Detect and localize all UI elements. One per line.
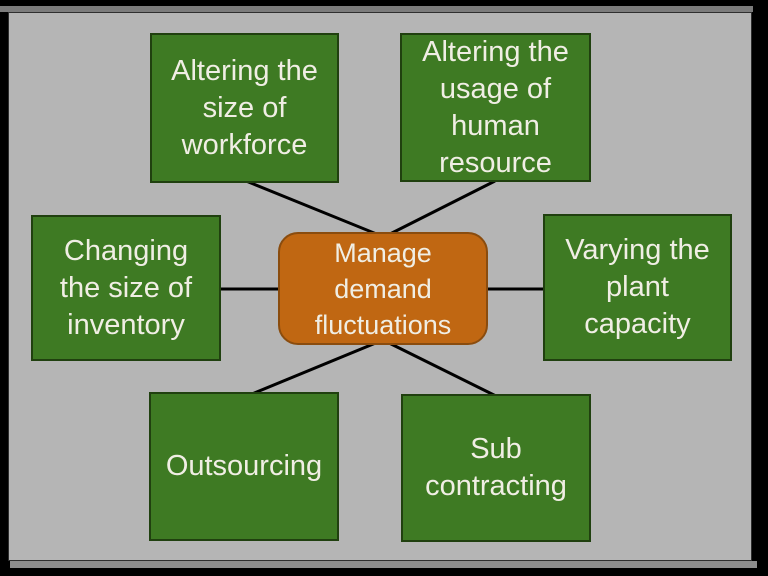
- center-label-line: Manage: [334, 237, 432, 268]
- node-altering-size-of-workforce: Altering the size of workforce: [150, 33, 339, 183]
- connector-line-bottom-left: [246, 338, 384, 398]
- node-label-line: capacity: [584, 308, 691, 340]
- node-outsourcing: Outsourcing: [149, 392, 339, 541]
- slide-shadow: [10, 561, 757, 568]
- node-label-line: Varying the: [565, 234, 710, 266]
- node-label-line: inventory: [67, 308, 185, 341]
- node-label-line: size of: [202, 91, 287, 124]
- node-label-line: human: [451, 109, 540, 142]
- node-label-line: the size of: [59, 271, 193, 304]
- node-sub-contracting: Sub contracting: [401, 394, 591, 542]
- node-altering-usage-of-human-resource: Altering the usage of human resource: [400, 33, 591, 182]
- node-label-line: usage of: [439, 72, 552, 105]
- node-label-line: Altering the: [171, 54, 318, 87]
- node-label-line: Sub: [470, 433, 522, 465]
- node-label-line: Outsourcing: [165, 450, 323, 482]
- node-label-line: resource: [439, 146, 552, 179]
- connector-line-top-right: [383, 179, 496, 239]
- node-label-line: Changing: [63, 234, 189, 267]
- node-label-line: workforce: [181, 128, 308, 161]
- node-label-line: contracting: [425, 470, 567, 502]
- frame-strip-top: [0, 6, 753, 12]
- node-label-line: Altering the: [422, 35, 569, 68]
- connector-line-top-left: [245, 179, 385, 239]
- center-label-line: demand: [334, 273, 432, 304]
- node-manage-demand-fluctuations: Manage demand fluctuations: [278, 232, 488, 345]
- node-varying-plant-capacity: Varying the plant capacity: [543, 214, 732, 361]
- node-label-line: plant: [606, 271, 669, 303]
- node-changing-size-of-inventory: Changing the size of inventory: [31, 215, 221, 361]
- center-label-line: fluctuations: [314, 309, 452, 340]
- connector-line-bottom-right: [382, 338, 499, 399]
